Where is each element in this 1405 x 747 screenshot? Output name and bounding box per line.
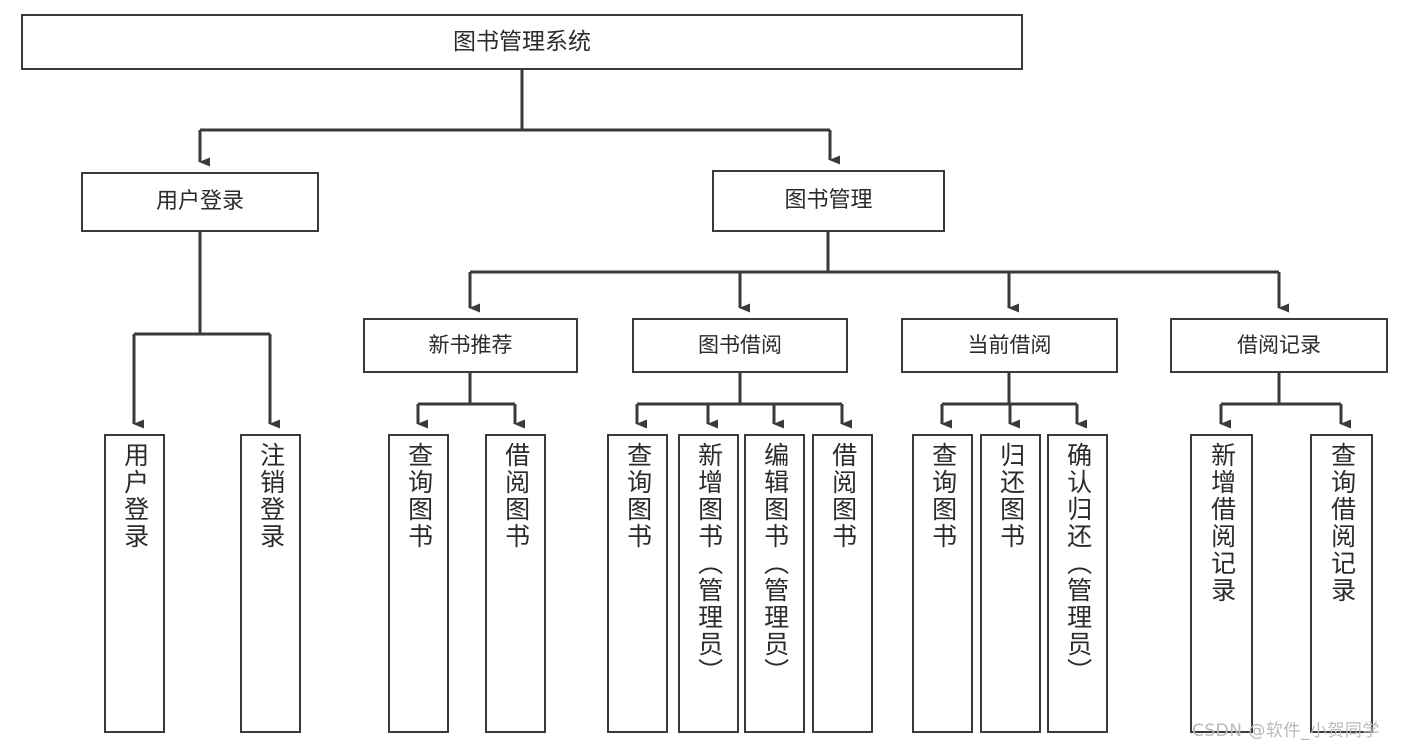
node-label: 新书推荐 xyxy=(428,333,513,358)
node-leaf-confirm-return-admin[interactable]: 确认归还（管理员） xyxy=(1047,434,1108,733)
node-user-login[interactable]: 用户登录 xyxy=(81,172,319,232)
node-label: 图书管理系统 xyxy=(453,28,591,55)
node-leaf-return-book[interactable]: 归还图书 xyxy=(980,434,1041,733)
node-book-management-system[interactable]: 图书管理系统 xyxy=(21,14,1023,70)
node-label: 借阅图书 xyxy=(501,442,531,550)
node-book-management[interactable]: 图书管理 xyxy=(712,170,945,232)
node-book-borrow[interactable]: 图书借阅 xyxy=(632,318,848,373)
node-leaf-query-book-borrow[interactable]: 查询图书 xyxy=(607,434,668,733)
node-leaf-query-borrow-record[interactable]: 查询借阅记录 xyxy=(1310,434,1373,733)
node-label: 归还图书 xyxy=(996,442,1026,550)
node-label: 用户登录 xyxy=(120,442,150,550)
node-label: 查询图书 xyxy=(928,442,958,550)
node-borrow-record[interactable]: 借阅记录 xyxy=(1170,318,1388,373)
node-label: 图书管理 xyxy=(784,188,873,214)
node-leaf-query-book-newbook[interactable]: 查询图书 xyxy=(388,434,449,733)
node-label: 借阅记录 xyxy=(1237,333,1321,358)
node-label: 查询图书 xyxy=(623,442,653,550)
node-label: 编辑图书（管理员） xyxy=(760,442,790,685)
node-leaf-borrow-book[interactable]: 借阅图书 xyxy=(812,434,873,733)
node-leaf-add-borrow-record[interactable]: 新增借阅记录 xyxy=(1190,434,1253,733)
node-label: 新增借阅记录 xyxy=(1207,442,1237,604)
node-label: 当前借阅 xyxy=(967,333,1052,358)
node-leaf-logout[interactable]: 注销登录 xyxy=(240,434,301,733)
node-new-book-recommend[interactable]: 新书推荐 xyxy=(363,318,578,373)
node-label: 借阅图书 xyxy=(828,442,858,550)
node-label: 注销登录 xyxy=(256,442,286,550)
node-label: 用户登录 xyxy=(155,189,244,215)
node-label: 查询图书 xyxy=(404,442,434,550)
node-label: 图书借阅 xyxy=(698,333,782,358)
node-current-borrow[interactable]: 当前借阅 xyxy=(901,318,1118,373)
csdn-watermark: CSDN @软件_小贺同学 xyxy=(1192,721,1380,741)
node-label: 确认归还（管理员） xyxy=(1063,442,1093,685)
node-leaf-edit-book-admin[interactable]: 编辑图书（管理员） xyxy=(744,434,805,733)
node-leaf-borrow-book-newbook[interactable]: 借阅图书 xyxy=(485,434,546,733)
node-label: 新增图书（管理员） xyxy=(694,442,724,685)
node-leaf-query-book-current[interactable]: 查询图书 xyxy=(912,434,973,733)
node-leaf-user-login[interactable]: 用户登录 xyxy=(104,434,165,733)
node-leaf-add-book-admin[interactable]: 新增图书（管理员） xyxy=(678,434,739,733)
node-label: 查询借阅记录 xyxy=(1327,442,1357,604)
